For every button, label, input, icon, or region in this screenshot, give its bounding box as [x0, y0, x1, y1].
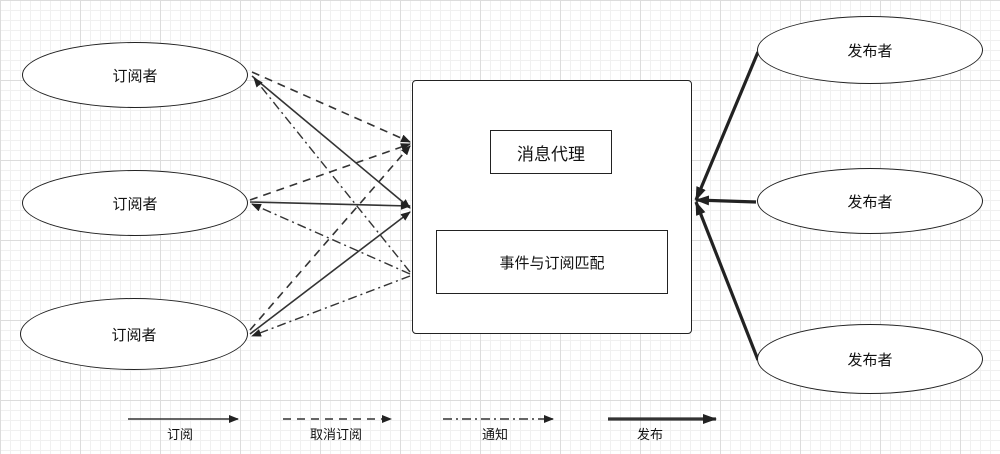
publisher-label: 发布者 — [847, 42, 893, 60]
legend-label-notify: 通知 — [481, 427, 508, 442]
legend-label-unsubscribe: 取消订阅 — [309, 427, 362, 442]
notify-arrow — [253, 77, 411, 273]
subscribe-arrow — [251, 75, 411, 209]
publisher-label: 发布者 — [847, 193, 893, 211]
unsubscribe-arrow — [251, 71, 411, 143]
subscriber-node: 订阅者 — [22, 42, 248, 108]
event-match-box: 事件与订阅匹配 — [436, 230, 668, 294]
unsubscribe-arrows — [249, 71, 411, 331]
publisher-node: 发布者 — [757, 168, 983, 234]
notify-arrows — [251, 77, 411, 337]
subscribe-arrow — [249, 211, 411, 335]
subscribe-arrow — [249, 201, 411, 210]
publish-arrows — [694, 51, 760, 361]
legend-label-subscribe: 订阅 — [166, 427, 193, 442]
notify-arrow — [251, 275, 411, 337]
publish-arrow — [695, 195, 757, 206]
message-broker-box — [412, 80, 692, 334]
notify-arrow — [251, 203, 411, 275]
message-agent-box: 消息代理 — [490, 130, 612, 174]
publisher-node: 发布者 — [757, 16, 983, 84]
subscriber-label: 订阅者 — [112, 67, 158, 85]
publish-arrow — [694, 51, 760, 201]
subscriber-label: 订阅者 — [112, 195, 158, 213]
subscribe-arrows — [249, 75, 411, 335]
subscriber-label: 订阅者 — [111, 326, 157, 344]
event-match-label: 事件与订阅匹配 — [499, 254, 605, 272]
publisher-label: 发布者 — [847, 351, 893, 369]
unsubscribe-arrow — [249, 145, 411, 331]
subscriber-node: 订阅者 — [22, 170, 248, 236]
subscriber-node: 订阅者 — [20, 298, 248, 370]
publisher-node: 发布者 — [757, 324, 983, 394]
publish-arrow — [694, 201, 760, 361]
message-agent-label: 消息代理 — [517, 144, 585, 164]
legend-label-publish: 发布 — [636, 427, 663, 442]
